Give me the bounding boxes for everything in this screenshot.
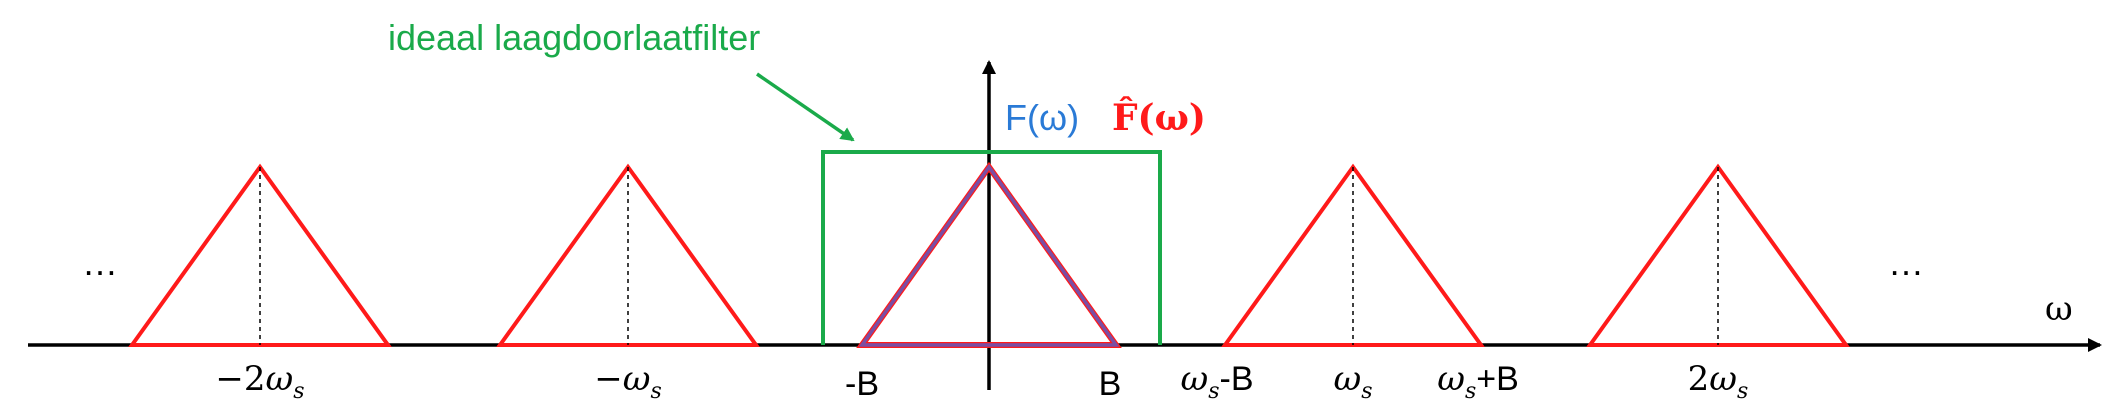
- f-hat-omega-label: F̂(ω): [1112, 96, 1206, 139]
- omega-axis-label: ω: [2045, 289, 2073, 329]
- tick-label-ws-plus-b: ωs+B: [1437, 359, 1519, 404]
- filter-pointer-arrow: [756, 72, 855, 142]
- tick-label-b: B: [1099, 365, 1122, 403]
- tick-label-2ws: 2ωs: [1688, 359, 1749, 404]
- tick-label-minus-b: -B: [845, 365, 879, 403]
- lowpass-filter-box: [821, 150, 1162, 345]
- filter-title: ideaal laagdoorlaatfilter: [388, 17, 760, 58]
- ellipsis-left: …: [82, 242, 118, 283]
- tick-label-minus-ws: −ωs: [594, 359, 662, 404]
- tick-label-ws: ωs: [1333, 359, 1372, 404]
- tick-label-minus-2ws: −2ωs: [215, 359, 304, 404]
- ellipsis-right: …: [1888, 242, 1924, 283]
- original-spectrum: [858, 163, 1120, 347]
- tick-label-ws-minus-b: ωs-B: [1180, 359, 1253, 404]
- f-omega-label: F(ω): [1005, 97, 1079, 138]
